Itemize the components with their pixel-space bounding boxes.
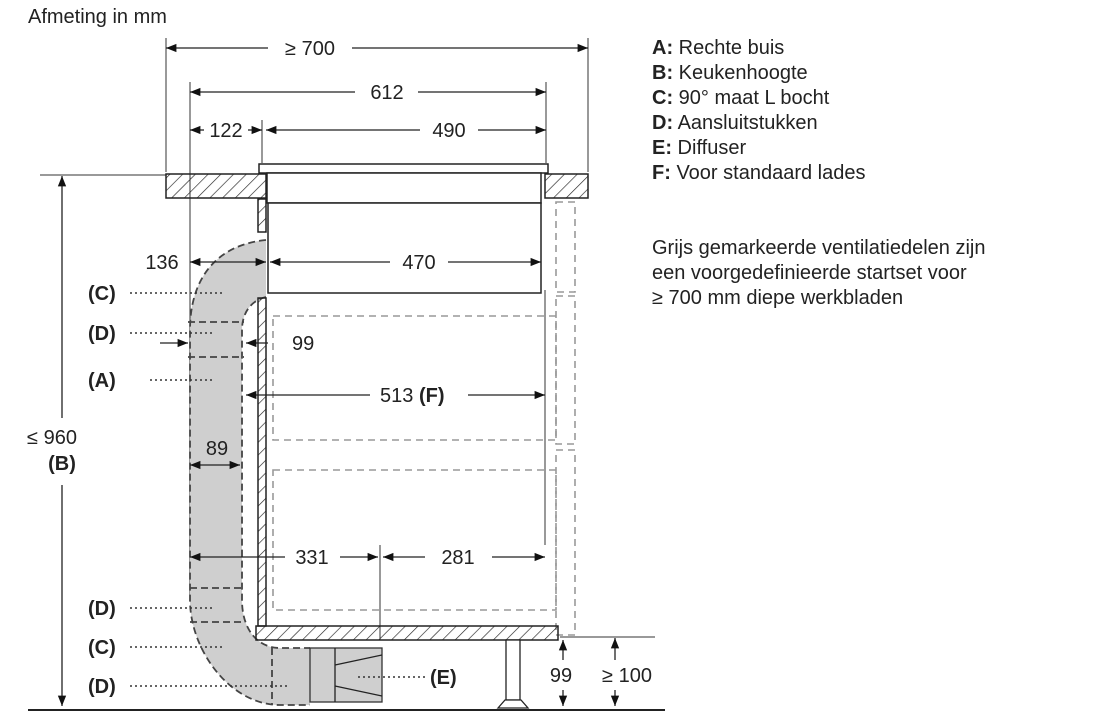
- dim-hob-depth: 612: [370, 82, 403, 104]
- dim-pipe-width: 89: [206, 438, 228, 460]
- callout-c-top: (C): [88, 283, 116, 305]
- dim-height-label: (B): [48, 453, 76, 475]
- diffuser: [309, 647, 383, 703]
- callout-d-bottom: (D): [88, 676, 116, 698]
- callout-d-top: (D): [88, 323, 116, 345]
- countertop: [165, 173, 589, 199]
- extension-lines: [40, 38, 655, 640]
- drawers: [272, 201, 576, 636]
- svg-text:Grijs gemarkeerde ventilatiede: Grijs gemarkeerde ventilatiedelen zijn: [652, 237, 986, 259]
- dimension-lines: [57, 43, 620, 706]
- legend-item: C: 90° maat L bocht: [652, 87, 830, 109]
- dim-hob-body: 490: [432, 120, 465, 142]
- dim-plinth: 99: [550, 665, 572, 687]
- note: Grijs gemarkeerde ventilatiedelen zijn e…: [652, 237, 986, 309]
- dim-duct-offset: 136: [145, 252, 178, 274]
- hob: [258, 163, 549, 294]
- dim-offset: 122: [209, 120, 242, 142]
- dim-right-depth: 281: [441, 547, 474, 569]
- dim-box-width: 470: [402, 252, 435, 274]
- callouts: (C) (D) (A) (D) (C) (D) (E): [88, 283, 457, 698]
- dim-total-depth: ≥ 700: [285, 38, 335, 60]
- svg-text:≥ 700 mm diepe werkbladen: ≥ 700 mm diepe werkbladen: [652, 287, 903, 309]
- legend: A: Rechte buis B: Keukenhoogte C: 90° ma…: [652, 37, 865, 184]
- ventilation-duct: [188, 239, 310, 706]
- cabinet-side-panel: [255, 198, 559, 641]
- dim-drawer-depth: 513 (F): [380, 385, 444, 407]
- legend-item: A: Rechte buis: [652, 37, 784, 59]
- dim-duct-width: 99: [292, 333, 314, 355]
- legend-item: E: Diffuser: [652, 137, 746, 159]
- callout-e: (E): [430, 667, 457, 689]
- callout-d-mid: (D): [88, 598, 116, 620]
- svg-text:een voorgedefinieerde startset: een voorgedefinieerde startset voor: [652, 262, 967, 284]
- dim-left-depth: 331: [295, 547, 328, 569]
- diagram-title: Afmeting in mm: [28, 6, 167, 28]
- cabinet-foot: [496, 639, 530, 709]
- legend-item: D: Aansluitstukken: [652, 112, 818, 134]
- legend-item: B: Keukenhoogte: [652, 62, 808, 84]
- dim-height: ≤ 960: [27, 427, 77, 449]
- legend-item: F: Voor standaard lades: [652, 162, 865, 184]
- callout-c-bottom: (C): [88, 637, 116, 659]
- dim-plinth-min: ≥ 100: [602, 665, 652, 687]
- callout-a: (A): [88, 370, 116, 392]
